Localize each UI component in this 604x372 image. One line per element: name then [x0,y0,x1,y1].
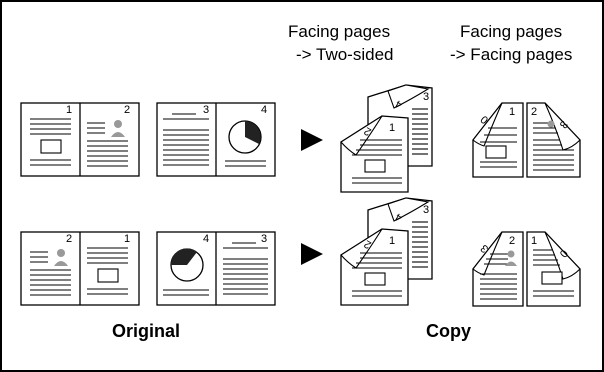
page-number: 2 [509,235,515,247]
page-number: 2 [66,233,72,245]
original-spread-2-1: 2 1 [20,231,140,306]
header-facing-line1: Facing pages [460,22,562,41]
page-number: 1 [531,235,537,247]
page-number: 4 [203,233,209,245]
header-two-sided-line1: Facing pages [288,22,390,41]
copy-facing-row2: 3 2 1 0 [472,231,581,307]
page-number: 4 [393,97,404,110]
page-number: 1 [509,106,515,118]
label-original: Original [112,321,180,341]
page-number: 1 [124,233,130,245]
page-number: 3 [261,233,267,245]
header-two-sided-line2: -> Two-sided [296,45,393,64]
page-number: 2 [362,124,373,137]
page-number: 4 [261,104,267,116]
page-number: 2 [124,104,130,116]
copy-two-sided-row1: 3 4 1 2 [340,84,433,193]
header-facing-line2: -> Facing pages [450,45,572,64]
copy-facing-row1: 0 1 2 3 [472,102,581,178]
arrow-right-icon [301,243,323,265]
label-copy: Copy [426,321,471,341]
page-number: 3 [423,91,429,103]
page-number: 1 [389,235,395,247]
original-spread-3-4: 3 4 [156,102,276,177]
page-number: 3 [203,104,209,116]
page-number: 1 [389,122,395,134]
arrow-right-icon [301,129,323,151]
page-number: 4 [393,210,404,223]
page-number: 1 [66,104,72,116]
page-number: 2 [362,237,373,250]
page-number: 2 [531,106,537,118]
original-spread-1-2: 1 2 [20,102,140,177]
page-number: 3 [423,204,429,216]
original-spread-4-3: 4 3 [156,231,276,306]
copy-two-sided-row2: 3 4 1 2 [340,197,433,306]
